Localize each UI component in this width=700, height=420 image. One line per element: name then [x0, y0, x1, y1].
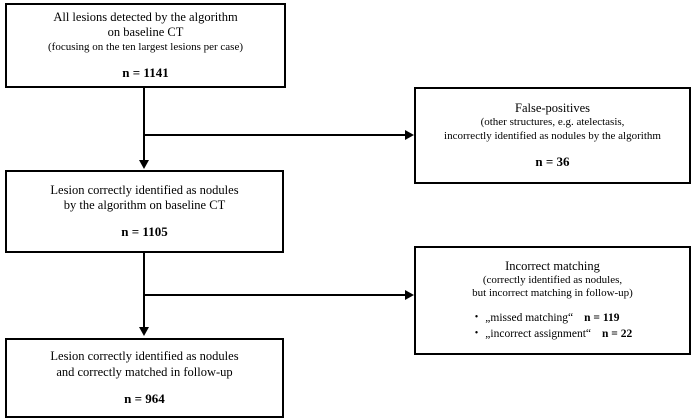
bullet-count-incorrect-assignment: n = 22	[602, 327, 633, 340]
bullet-dot-icon: •	[474, 311, 479, 323]
connector-line-to-false-positives	[144, 134, 406, 136]
connector-line-all-lesions-to-correct-nodules	[143, 88, 145, 161]
box-all-lesions-count: n = 1141	[122, 65, 169, 81]
box-correctly-identified-nodules-title-line-1: Lesion correctly identified as nodules	[50, 182, 239, 197]
box-incorrect-matching-subtitle-line-1: (correctly identified as nodules,	[482, 273, 623, 286]
box-correctly-identified-nodules-count: n = 1105	[121, 224, 168, 240]
bullet-label-missed-matching: „missed matching“	[485, 311, 574, 324]
box-false-positives-subtitle-line-2: incorrectly identified as nodules by the…	[444, 129, 661, 142]
box-correctly-identified-nodules-title-line-2: by the algorithm on baseline CT	[63, 198, 226, 213]
box-final-matched-nodules-title-line-2: and correctly matched in follow-up	[56, 364, 233, 379]
box-all-lesions-title-line-1: All lesions detected by the algorithm	[53, 10, 238, 25]
box-false-positives-count: n = 36	[535, 154, 570, 170]
box-final-matched-nodules-title-line-1: Lesion correctly identified as nodules	[50, 349, 239, 364]
box-all-lesions-title-line-2: on baseline CT	[107, 25, 184, 40]
box-final-matched-nodules-count: n = 964	[124, 390, 165, 406]
box-false-positives-title: False-positives	[515, 101, 590, 116]
arrow-right-icon-to-false-positives	[405, 130, 414, 140]
list-item: • „incorrect assignment“ n = 22	[475, 327, 632, 343]
connector-line-correct-nodules-to-final	[143, 253, 145, 328]
box-false-positives: False-positives (other structures, e.g. …	[414, 87, 691, 184]
box-incorrect-matching-title: Incorrect matching	[505, 258, 600, 273]
box-all-lesions-subtitle: (focusing on the ten largest lesions per…	[48, 40, 243, 53]
arrow-right-icon-to-incorrect-matching	[405, 290, 414, 300]
bullet-count-missed-matching: n = 119	[584, 311, 620, 324]
list-item: • „missed matching“ n = 119	[475, 311, 632, 327]
bullet-dot-icon: •	[474, 327, 479, 339]
box-correctly-identified-nodules: Lesion correctly identified as nodules b…	[5, 170, 284, 253]
arrow-down-icon-to-correct-nodules	[139, 160, 149, 169]
arrow-down-icon-to-final	[139, 327, 149, 336]
incorrect-matching-bullet-list: • „missed matching“ n = 119 • „incorrect…	[473, 311, 632, 343]
box-incorrect-matching: Incorrect matching (correctly identified…	[414, 246, 691, 355]
box-final-matched-nodules: Lesion correctly identified as nodules a…	[5, 338, 284, 418]
box-all-lesions-detected: All lesions detected by the algorithm on…	[5, 3, 286, 88]
box-false-positives-subtitle-line-1: (other structures, e.g. atelectasis,	[480, 116, 625, 129]
bullet-label-incorrect-assignment: „incorrect assignment“	[485, 327, 591, 340]
connector-line-to-incorrect-matching	[144, 294, 406, 296]
box-incorrect-matching-subtitle-line-2: but incorrect matching in follow-up)	[472, 287, 633, 300]
